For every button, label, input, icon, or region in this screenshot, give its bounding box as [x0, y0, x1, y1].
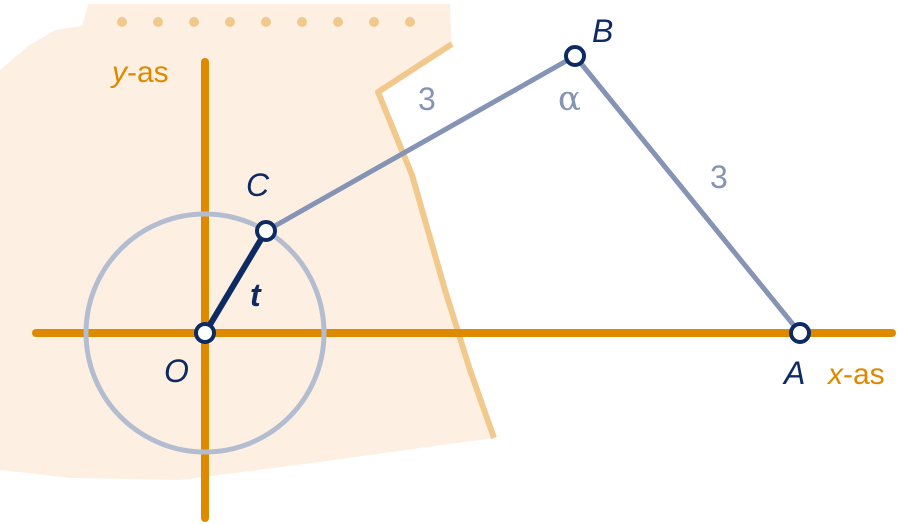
length-BA-label: 3: [710, 159, 728, 195]
point-B-marker: [564, 45, 586, 67]
paper-notch: [369, 17, 379, 27]
x-axis-var: x: [826, 358, 844, 391]
paper-notch: [189, 17, 199, 27]
paper-notch: [117, 17, 127, 27]
label-O: O: [164, 353, 189, 389]
paper-notch: [297, 17, 307, 27]
rod-CB: [263, 53, 578, 234]
crank-OC: [202, 228, 269, 336]
label-A: A: [782, 355, 805, 391]
paper-notch: [261, 17, 271, 27]
paper-sheet: [0, 4, 494, 480]
radius-t-label: t: [250, 277, 262, 313]
point-C-marker: [255, 220, 277, 242]
paper-notch: [333, 17, 343, 27]
x-axis-suffix: -as: [843, 358, 885, 391]
label-C: C: [246, 167, 270, 203]
unit-circle: [83, 211, 327, 455]
paper-torn-edge: [375, 41, 497, 439]
paper-notch: [225, 17, 235, 27]
point-A-marker: [789, 322, 811, 344]
point-O-marker: [194, 322, 216, 344]
length-CB-label: 3: [418, 81, 436, 117]
rod-BA: [572, 53, 803, 336]
paper-notch: [153, 17, 163, 27]
y-axis-label: y-as: [110, 56, 169, 89]
paper-notches: [117, 17, 415, 27]
label-B: B: [592, 13, 613, 49]
angle-B-label: α: [558, 79, 581, 119]
paper-notch: [405, 17, 415, 27]
y-axis-var: y: [110, 56, 129, 89]
x-axis-label: x-as: [826, 358, 885, 391]
y-axis-suffix: -as: [127, 56, 169, 89]
